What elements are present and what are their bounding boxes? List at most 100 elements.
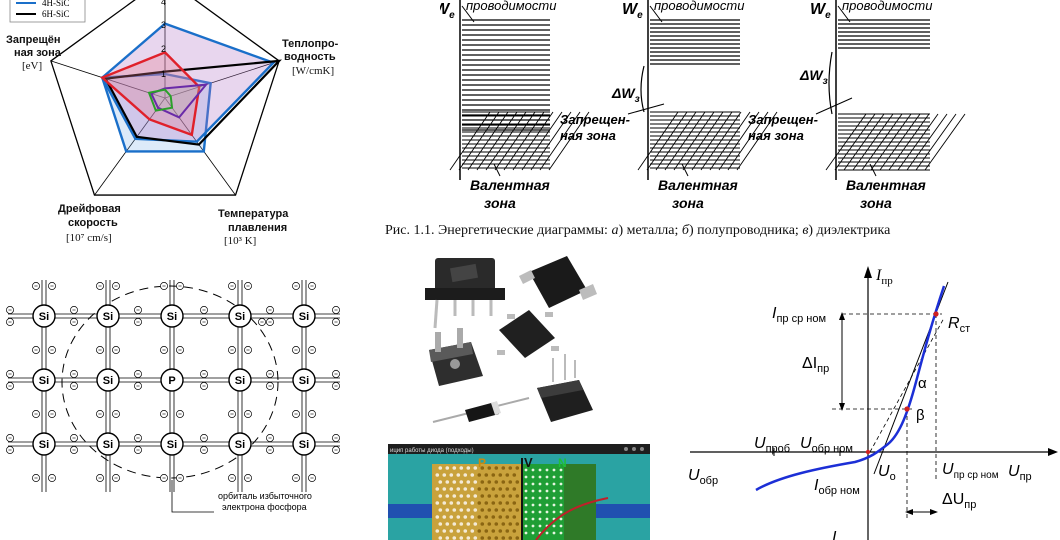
svg-text:Si: Si (299, 375, 309, 387)
svg-text:We: We (622, 1, 643, 21)
v-label: V (524, 455, 533, 470)
svg-text:Uпр ср ном: Uпр ср ном (942, 461, 999, 481)
svg-text:ΔWз: ΔWз (799, 67, 828, 87)
svg-text:Si: Si (167, 311, 177, 323)
svg-text:Iпр ср ном: Iпр ср ном (772, 305, 826, 325)
svg-text:Валентная: Валентная (470, 177, 550, 193)
silicon-atom (292, 304, 316, 328)
svg-text:Запрещен-: Запрещен- (560, 112, 630, 127)
block-bridge-icon (537, 354, 593, 422)
axis-thermal-2: водность (284, 51, 336, 63)
axis-drift-1: Дрейфовая (58, 203, 121, 215)
axis-melting-1: Температура (218, 208, 289, 220)
band-caption: Рис. 1.1. Энергетические диаграммы: а) м… (385, 223, 891, 238)
axis-thermal-unit: [W/cmK] (292, 65, 335, 77)
legend-6h: 6H-SiC (42, 9, 70, 19)
svg-text:проводимости: проводимости (466, 0, 556, 13)
svg-text:Si: Si (39, 439, 49, 451)
svg-text:Si: Si (235, 311, 245, 323)
p-label: P (478, 456, 486, 470)
svg-text:зона: зона (672, 195, 704, 211)
svg-text:We: We (810, 1, 831, 21)
svg-text:Si: Si (299, 439, 309, 451)
svg-text:проводимости: проводимости (654, 0, 744, 13)
radar-tick-2: 2 (161, 44, 166, 54)
iv-curve-line (755, 285, 946, 492)
iv-curve-chart: Iпр Iпр ср ном Rст ΔIпр α β Uпроб Uобр н… (688, 266, 1058, 540)
donor-atom (160, 368, 184, 392)
silicon-atom (96, 432, 120, 456)
svg-text:Si: Si (39, 311, 49, 323)
axial-diode-icon (432, 397, 530, 423)
silicon-atom (160, 432, 184, 456)
svg-text:Si: Si (167, 439, 177, 451)
svg-text:Валентная: Валентная (846, 177, 926, 193)
svg-text:Валентная: Валентная (658, 177, 738, 193)
silicon-atom (228, 368, 252, 392)
silicon-atom (96, 304, 120, 328)
iv-curve-panel: Iпр Iпр ср ном Rст ΔIпр α β Uпроб Uобр н… (680, 262, 1060, 540)
svg-text:Uпроб: Uпроб (754, 435, 790, 455)
radar-tick-4: 4 (161, 0, 166, 7)
smd-diode-icon (519, 256, 597, 308)
svg-text:Si: Si (39, 375, 49, 387)
svg-text:Rст: Rст (948, 315, 970, 335)
svg-text:β: β (916, 407, 925, 424)
radar-tick-3: 3 (161, 20, 166, 30)
radar-spoke (164, 60, 280, 99)
svg-text:Uо: Uо (878, 463, 896, 483)
svg-text:ΔUпр: ΔUпр (942, 491, 976, 511)
svg-text:We: We (440, 1, 455, 21)
silicon-atom (32, 304, 56, 328)
silicon-atom (228, 432, 252, 456)
svg-text:Iобр ном: Iобр ном (814, 477, 860, 497)
svg-text:Iпр: Iпр (875, 267, 893, 287)
radar-spoke (164, 97, 236, 196)
silicon-atom (292, 368, 316, 392)
svg-text:ная зона: ная зона (748, 128, 804, 143)
radar-chart-panel: 4H-SiC 6H-SiC 1 2 3 4 Запрещён ная зона … (0, 0, 350, 250)
axis-thermal-1: Теплопро- (282, 38, 339, 50)
silicon-atom (160, 304, 184, 328)
pn-junction-panel: ицип работы диода (подходы) P V N (388, 444, 650, 540)
diode-components-photo (407, 250, 605, 432)
radar-series-6h (103, 59, 282, 146)
radar-series-green (147, 88, 174, 112)
svg-text:Si: Si (103, 439, 113, 451)
silicon-atom (96, 368, 120, 392)
svg-text:ΔIпр: ΔIпр (802, 355, 829, 375)
svg-text:Si: Si (299, 311, 309, 323)
axis-melting-unit: [10³ K] (224, 235, 257, 247)
bridge-rectifier-icon (425, 258, 505, 329)
orbital-label-2: электрона фосфора (222, 502, 307, 512)
axis-band-gap-2: ная зона (14, 47, 61, 59)
silicon-atom (32, 432, 56, 456)
svg-text:Iо: Iо (832, 529, 843, 540)
svg-text:Si: Si (103, 375, 113, 387)
svg-text:α: α (918, 375, 927, 392)
svg-text:Запрещен-: Запрещен- (748, 112, 818, 127)
silicon-atom (292, 432, 316, 456)
svg-text:ΔWз: ΔWз (611, 85, 640, 105)
silicon-atom (228, 304, 252, 328)
svg-text:зона: зона (860, 195, 892, 211)
radar-chart: 4H-SiC 6H-SiC 1 2 3 4 (9, 0, 282, 196)
svg-text:ная зона: ная зона (560, 128, 616, 143)
svg-text:Si: Si (103, 311, 113, 323)
silicon-atom (32, 368, 56, 392)
radar-spoke (94, 97, 166, 196)
radar-tick-1: 1 (161, 69, 166, 79)
svg-text:проводимости: проводимости (842, 0, 932, 13)
axis-melting-2: плавления (228, 222, 288, 234)
axis-band-gap-unit: [eV] (22, 60, 43, 72)
square-bridge-icon (429, 328, 483, 386)
n-label: N (558, 456, 567, 470)
svg-text:Uобр: Uобр (688, 467, 718, 487)
